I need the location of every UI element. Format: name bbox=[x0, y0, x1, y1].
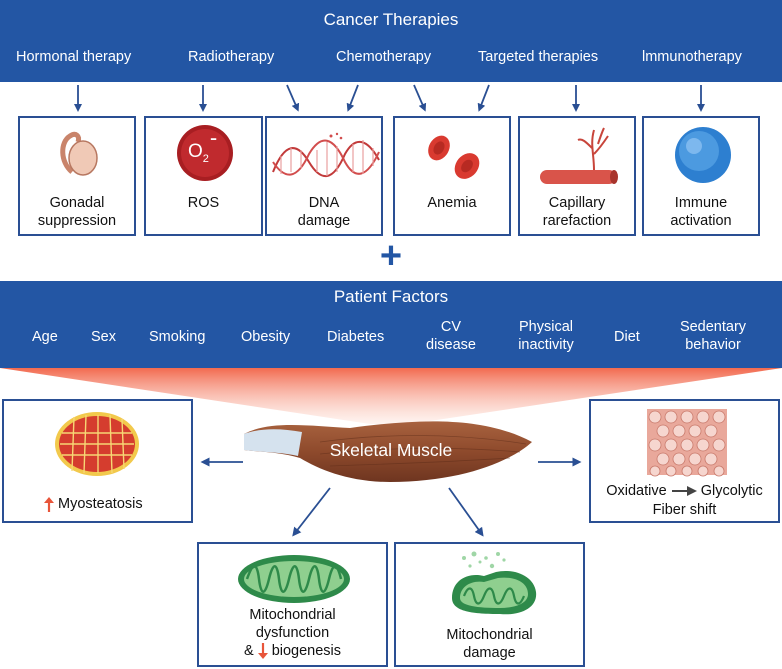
effect-box-capillary: Capillary rarefaction bbox=[518, 116, 636, 236]
therapy-hormonal: Hormonal therapy bbox=[16, 49, 132, 65]
patient-factors-band: Patient Factors bbox=[0, 281, 782, 368]
ros-symbol: O2- bbox=[188, 127, 217, 166]
mitochondrion-icon bbox=[238, 555, 350, 603]
effect-label-ros: ROS bbox=[187, 195, 220, 211]
factor-obesity: Obesity bbox=[241, 329, 291, 345]
effect-label-immune: Immune bbox=[674, 195, 728, 211]
immune-cell-icon bbox=[675, 127, 731, 183]
damaged-mitochondrion-icon bbox=[452, 551, 537, 615]
fiber-line2: Fiber shift bbox=[652, 502, 717, 518]
red-blood-cell-icon bbox=[428, 135, 480, 179]
mito-dys-line2: dysfunction bbox=[255, 625, 330, 641]
plus-sign: + bbox=[379, 235, 403, 277]
effect-label-gonadal: Gonadal bbox=[49, 195, 105, 211]
ros-sub: 2 bbox=[202, 153, 209, 165]
cancer-therapies-title: Cancer Therapies bbox=[323, 10, 459, 29]
effect-box-ros: O2- ROS bbox=[144, 116, 263, 236]
mito-dmg-line2: damage bbox=[463, 645, 516, 661]
mito-dys-line3: & biogenesis bbox=[199, 642, 386, 660]
fiber-glycolytic: Glycolytic bbox=[700, 483, 763, 499]
effect-box-immune: Immune activation bbox=[642, 116, 760, 236]
skeletal-muscle-illustration bbox=[244, 421, 532, 482]
mito-dys-ampersand: & bbox=[243, 643, 254, 659]
therapy-targeted: Targeted therapies bbox=[478, 49, 599, 65]
effect-label-dna-2: damage bbox=[297, 213, 351, 229]
outcome-box-fiber-shift: Oxidative Glycolytic Fiber shift bbox=[589, 399, 780, 523]
effect-label-capillary: Capillary bbox=[548, 195, 606, 211]
patient-factors-title: Patient Factors bbox=[333, 287, 449, 306]
mito-dys-line1: Mitochondrial bbox=[249, 607, 336, 623]
dna-icon bbox=[272, 132, 380, 178]
outcome-box-mito-dysfunction: Mitochondrial dysfunction & biogenesis bbox=[197, 542, 388, 667]
outcome-box-myosteatosis: Myosteatosis bbox=[2, 399, 193, 523]
effect-label-immune-2: activation bbox=[670, 213, 732, 229]
factor-physical: Physical inactivity bbox=[510, 318, 582, 354]
effect-box-gonadal: Gonadal suppression bbox=[18, 116, 136, 236]
therapy-radiotherapy: Radiotherapy bbox=[188, 49, 275, 65]
therapy-immunotherapy: lmmunotherapy bbox=[642, 49, 742, 65]
effect-label-anemia: Anemia bbox=[427, 195, 477, 211]
cancer-therapies-band: Cancer Therapies Hormonal therapy Radiot… bbox=[0, 0, 782, 82]
fiber-oxidative: Oxidative bbox=[606, 483, 667, 499]
effect-label-gonadal-2: suppression bbox=[37, 213, 117, 229]
myosteatosis-label: Myosteatosis bbox=[58, 496, 143, 512]
ros-sup: - bbox=[209, 125, 218, 150]
factor-sedentary-line1: Sedentary bbox=[679, 319, 747, 335]
right-arrow-icon bbox=[671, 486, 697, 497]
effect-label-dna: DNA bbox=[308, 195, 340, 211]
mito-dmg-line1: Mitochondrial bbox=[446, 627, 533, 643]
factor-cv-line1: CV bbox=[440, 319, 462, 335]
effect-box-anemia: Anemia bbox=[393, 116, 511, 236]
mito-dys-biogenesis: biogenesis bbox=[271, 643, 342, 659]
outcome-box-mito-damage: Mitochondrial damage bbox=[394, 542, 585, 667]
factor-smoking: Smoking bbox=[149, 329, 206, 345]
factor-diet: Diet bbox=[614, 329, 640, 345]
factor-sedentary-line2: behavior bbox=[685, 337, 741, 353]
therapy-arrows bbox=[74, 84, 705, 112]
effect-label-capillary-2: rarefaction bbox=[542, 213, 612, 229]
therapy-chemotherapy: Chemotherapy bbox=[336, 49, 432, 65]
ros-icon bbox=[177, 125, 233, 181]
factor-cv-line2: disease bbox=[426, 337, 476, 353]
funnel-gradient bbox=[0, 368, 782, 424]
factor-age: Age bbox=[32, 329, 58, 345]
effect-box-dna: DNA damage bbox=[265, 116, 383, 236]
muscle-fibers-icon bbox=[647, 409, 727, 477]
factor-cv: CV disease bbox=[424, 318, 478, 354]
factor-diabetes: Diabetes bbox=[327, 329, 385, 345]
capillary-icon bbox=[540, 127, 618, 184]
factor-physical-line1: Physical bbox=[519, 319, 573, 335]
factor-sex: Sex bbox=[91, 329, 116, 345]
increase-arrow-icon bbox=[44, 497, 54, 512]
decrease-arrow-icon bbox=[257, 643, 268, 660]
factor-physical-line2: inactivity bbox=[518, 337, 574, 353]
fiber-line1: Oxidative Glycolytic bbox=[591, 483, 778, 499]
testis-icon bbox=[60, 131, 98, 176]
muscle-cross-section-icon bbox=[55, 412, 139, 476]
ros-o: O bbox=[188, 141, 203, 162]
skeletal-muscle-label: Skeletal Muscle bbox=[329, 440, 453, 460]
factor-sedentary: Sedentary behavior bbox=[672, 318, 754, 354]
